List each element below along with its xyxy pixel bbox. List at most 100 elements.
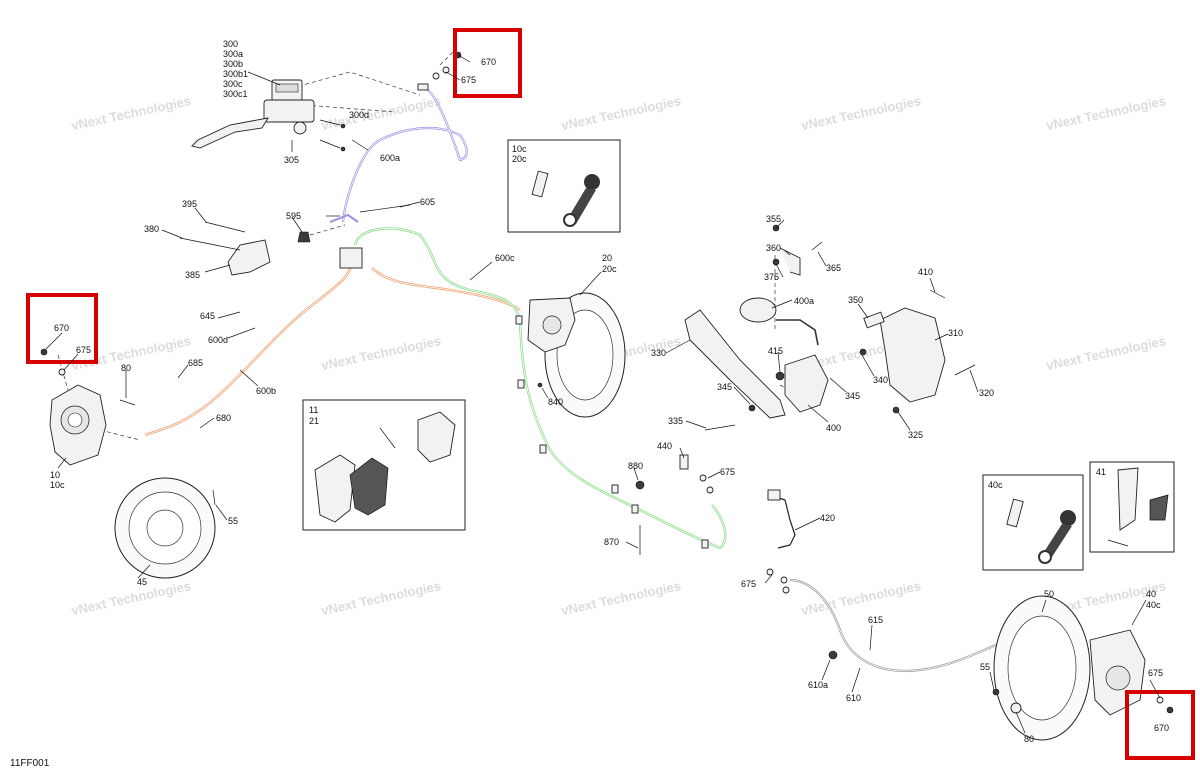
callout-345-a: 345 — [717, 382, 732, 392]
callout-675-right: 675 — [1148, 668, 1163, 678]
watermark: vNext Technologies — [1045, 333, 1167, 373]
callout-615: 615 — [868, 615, 883, 625]
callout-385: 385 — [185, 270, 200, 280]
callout-670-right: 670 — [1154, 723, 1169, 733]
brake-pedal — [684, 309, 786, 419]
callout-300d: 300d — [349, 110, 369, 120]
callout-340: 340 — [873, 375, 888, 385]
front-master-cylinder — [191, 79, 346, 152]
brake-pad — [349, 457, 389, 516]
nut-595 — [297, 231, 311, 243]
callout-300a: 300a — [223, 49, 243, 59]
watermark: vNext Technologies — [70, 93, 192, 133]
callout-670-top: 670 — [481, 57, 496, 67]
callout-410: 410 — [918, 267, 933, 277]
callout-595: 595 — [286, 211, 301, 221]
rear-master-cylinder — [784, 354, 829, 413]
callout-675-low: 675 — [741, 579, 756, 589]
callout-380: 380 — [144, 224, 159, 234]
callout-300: 300 — [223, 39, 238, 49]
callout-610: 610 — [846, 693, 861, 703]
callout-300b: 300b — [223, 59, 243, 69]
brake-lever — [191, 117, 269, 149]
rear-rotor — [993, 595, 1091, 741]
watermark: vNext Technologies — [70, 578, 192, 618]
callout-10: 10 — [50, 470, 60, 480]
callout-680: 680 — [216, 413, 231, 423]
callout-45: 45 — [137, 577, 147, 587]
front-right-caliper — [527, 297, 576, 353]
inset-label: 41 — [1096, 467, 1106, 477]
callout-415: 415 — [768, 346, 783, 356]
callout-600d: 600d — [208, 335, 228, 345]
callout-870: 870 — [604, 537, 619, 547]
reservoir — [739, 297, 777, 323]
middle-fittings — [515, 315, 714, 555]
callout-300c: 300c — [223, 79, 243, 89]
front-left-rotor — [114, 477, 216, 579]
watermark: vNext Technologies — [1045, 93, 1167, 133]
watermark: vNext Technologies — [800, 578, 922, 618]
highlight-box-top — [453, 28, 522, 98]
callout-645: 645 — [200, 311, 215, 321]
callout-20c: 20c — [602, 264, 617, 274]
callout-305: 305 — [284, 155, 299, 165]
callout-375: 375 — [764, 272, 779, 282]
watermark: vNext Technologies — [320, 578, 442, 618]
junction-block — [297, 204, 411, 269]
watermark: vNext Technologies — [560, 578, 682, 618]
callout-600b: 600b — [256, 386, 276, 396]
watermark: vNext Technologies — [800, 93, 922, 133]
callout-605: 605 — [420, 197, 435, 207]
inset-label: 11 — [309, 405, 318, 415]
brake-hoses — [144, 86, 1061, 672]
callout-350: 350 — [848, 295, 863, 305]
callout-880: 880 — [628, 461, 643, 471]
highlight-boxes — [26, 28, 1195, 760]
bleeder-screw — [531, 170, 549, 198]
brake-pad — [417, 411, 456, 463]
inset-pads-right: 41 — [1089, 461, 1175, 553]
callout-330: 330 — [651, 348, 666, 358]
callout-80-right: 80 — [1024, 734, 1034, 744]
callout-395: 395 — [182, 199, 197, 209]
callout-20: 20 — [602, 253, 612, 263]
rear-sensor-420 — [766, 489, 796, 594]
watermark: vNext Technologies — [560, 93, 682, 133]
callout-10c: 10c — [50, 480, 65, 490]
callout-675-left: 675 — [76, 345, 91, 355]
watermark: vNext Technologies — [320, 333, 442, 373]
callout-610a: 610a — [808, 680, 828, 690]
callout-335: 335 — [668, 416, 683, 426]
inset-pads-left: 11 21 — [302, 399, 466, 531]
callout-685: 685 — [188, 358, 203, 368]
diagram-code: 11FF001 — [10, 758, 50, 769]
callout-55-right: 55 — [980, 662, 990, 672]
highlight-box-right — [1125, 690, 1195, 760]
bracket-385 — [179, 221, 271, 276]
leader-lines — [45, 54, 1161, 734]
hose-600a-end — [329, 213, 359, 223]
callout-670-left: 670 — [54, 323, 69, 333]
bleeder-cap — [1042, 524, 1072, 560]
callout-50: 50 — [1044, 589, 1054, 599]
inset-bleed-kit-right: 40c — [982, 474, 1084, 571]
callout-600c: 600c — [495, 253, 515, 263]
callout-675-mid: 675 — [720, 467, 735, 477]
front-left-caliper — [40, 348, 136, 466]
callout-320: 320 — [979, 388, 994, 398]
callout-400: 400 — [826, 423, 841, 433]
callout-840: 840 — [548, 397, 563, 407]
inset-label: 20c — [512, 154, 527, 164]
callout-675-top: 675 — [461, 75, 476, 85]
bleeder-screw — [1006, 498, 1024, 528]
callout-80-left: 80 — [121, 363, 131, 373]
callout-345-b: 345 — [845, 391, 860, 401]
callout-600a: 600a — [380, 153, 400, 163]
callout-420: 420 — [820, 513, 835, 523]
callout-310: 310 — [948, 328, 963, 338]
pedal-mount-310 — [863, 289, 976, 414]
callout-300b1: 300b1 — [223, 69, 248, 79]
inset-bleed-kit-top: 10c 20c — [507, 139, 621, 233]
callout-360: 360 — [766, 243, 781, 253]
